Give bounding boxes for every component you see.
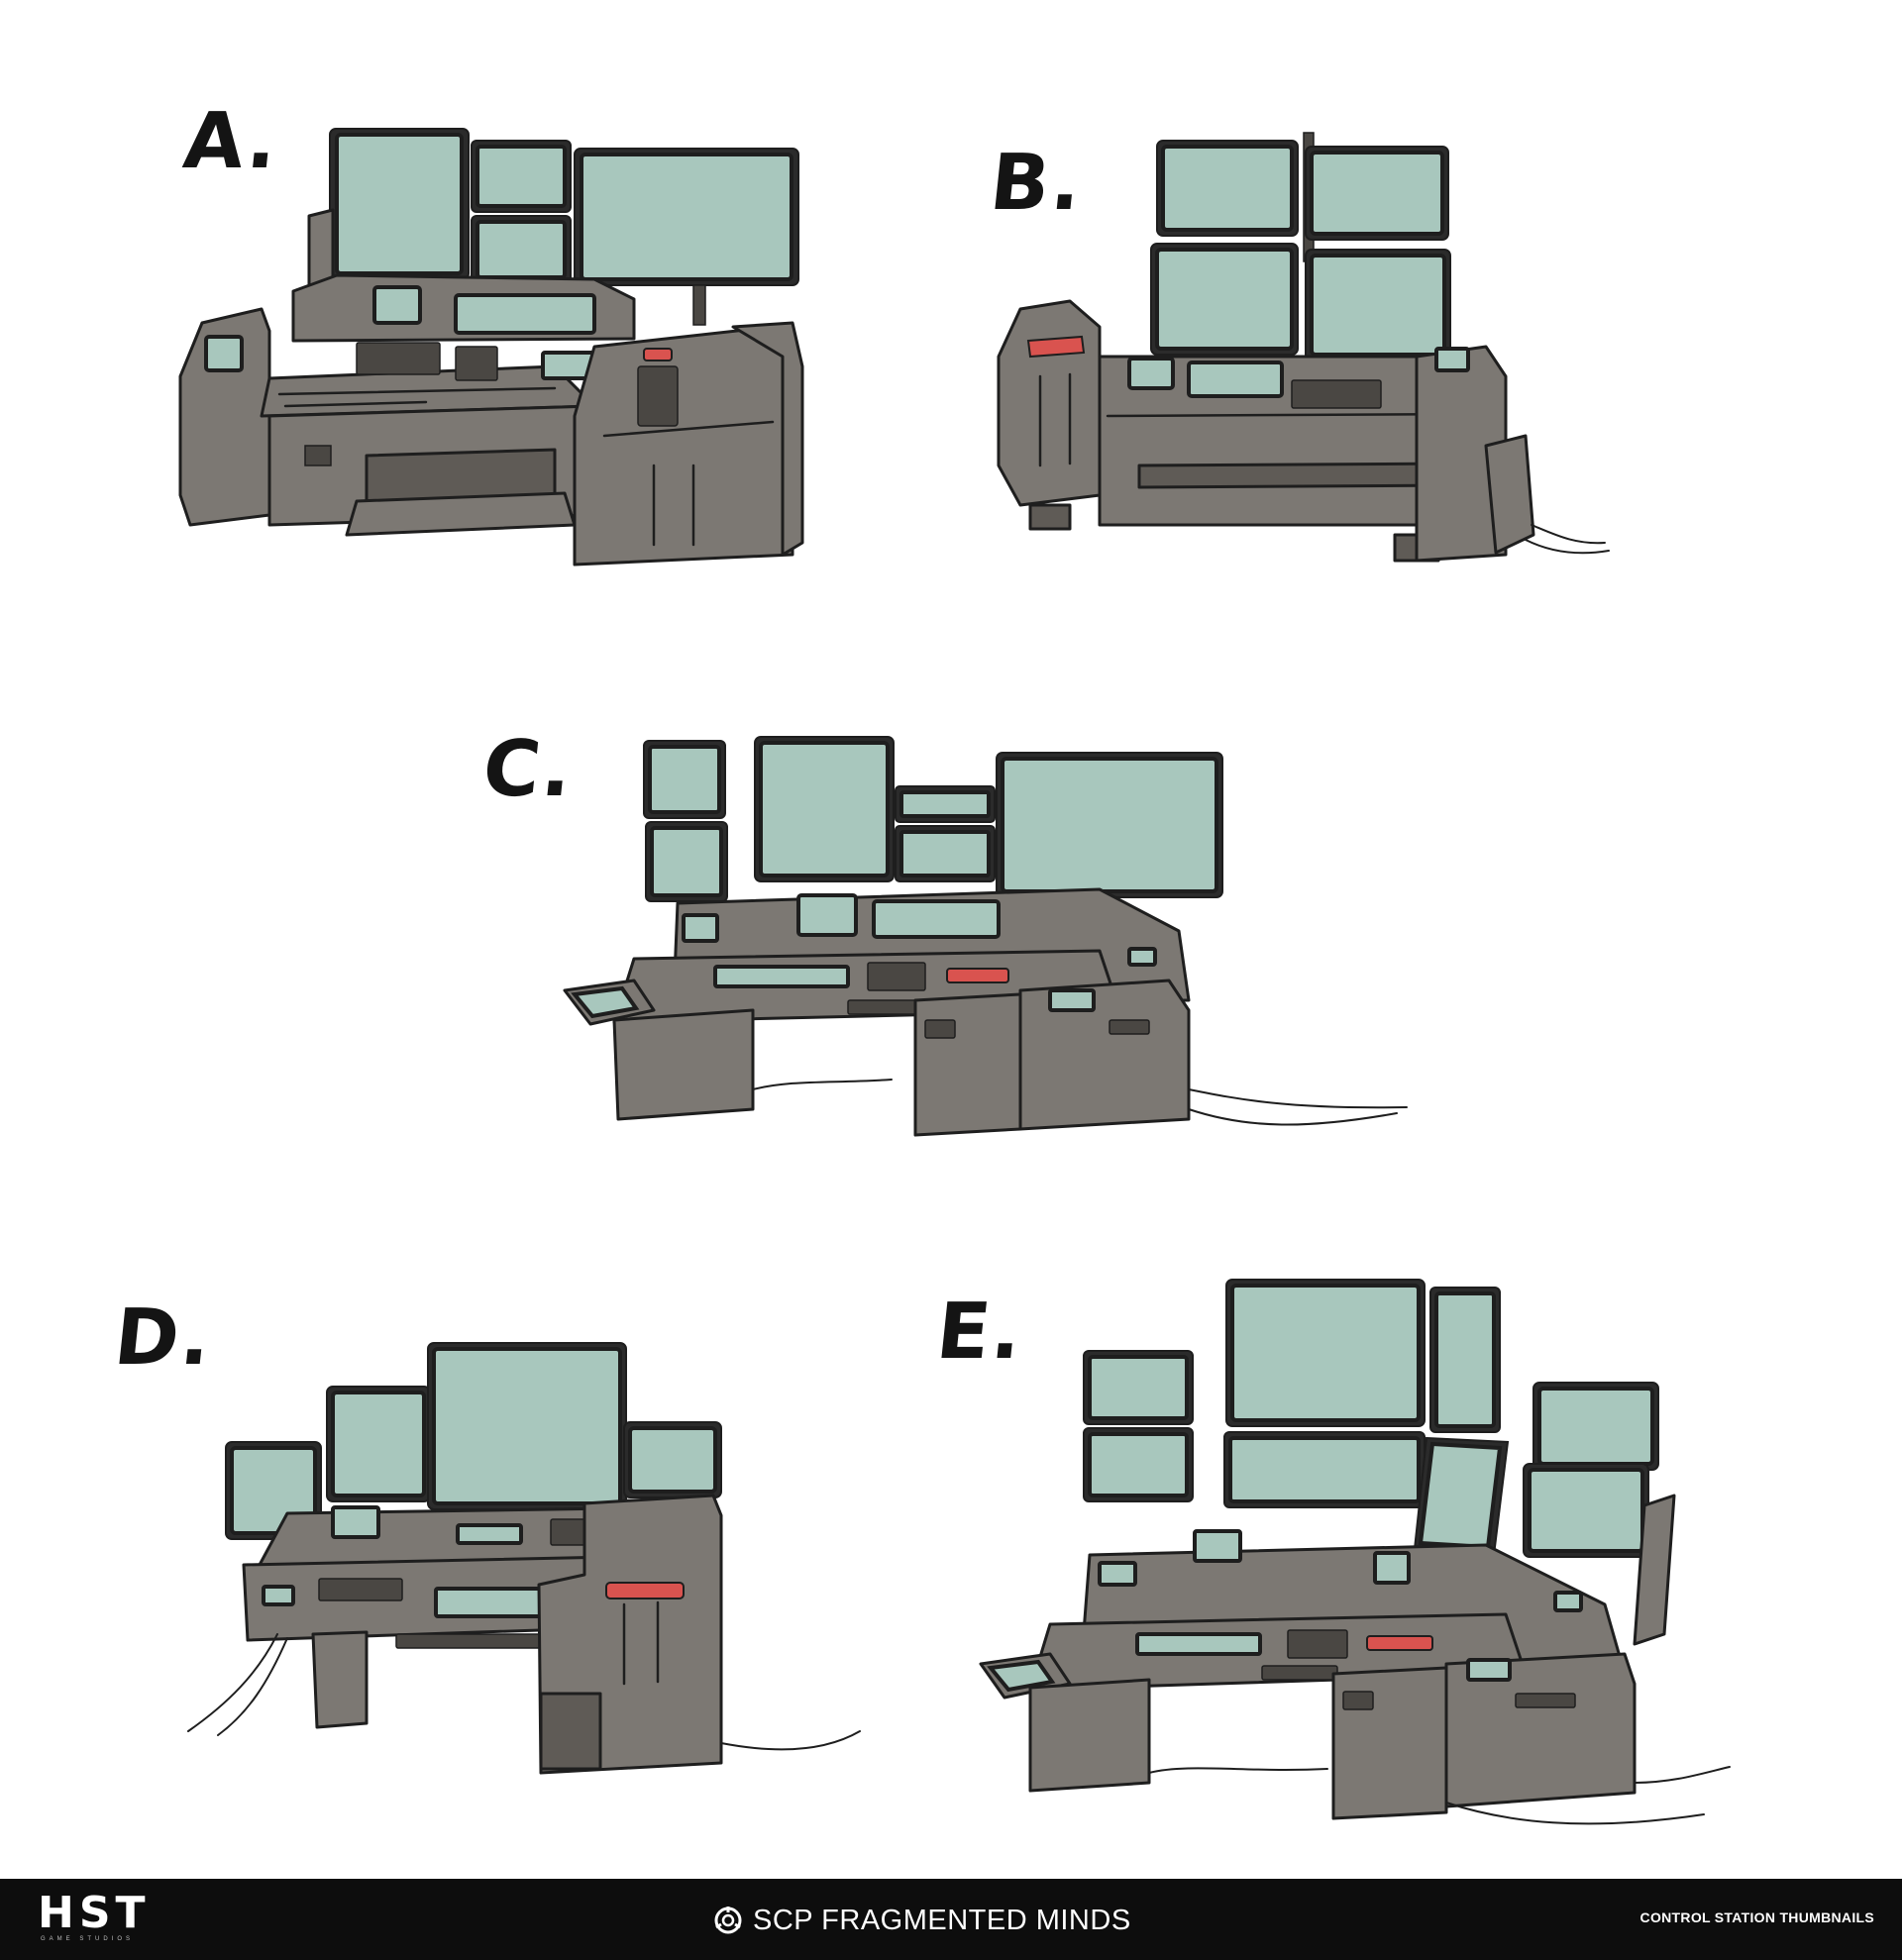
red-lever-b — [1026, 335, 1086, 359]
game-title: SCP FRAGMENTED MINDS — [753, 1904, 1131, 1936]
monitor-e1 — [1088, 1355, 1189, 1420]
monitor-a4 — [580, 153, 793, 281]
studio-logo: HST GAME STUDIOS — [38, 1891, 157, 1950]
monitor-d3 — [432, 1347, 622, 1505]
studio-logo-text: HST — [38, 1888, 151, 1938]
station-a — [178, 128, 804, 567]
monitor-e5 — [1434, 1291, 1496, 1428]
monitor-e6 — [1418, 1441, 1503, 1550]
monitor-d4 — [628, 1426, 717, 1494]
monitor-b4 — [1310, 254, 1446, 357]
red-lever-a — [643, 348, 673, 361]
monitor-a2 — [476, 145, 567, 208]
station-e — [979, 1279, 1731, 1825]
monitor-c3 — [759, 741, 890, 877]
monitor-b2 — [1310, 151, 1444, 236]
monitor-c5 — [899, 830, 991, 877]
monitor-c2 — [650, 826, 723, 897]
red-lever-c — [946, 968, 1009, 983]
monitor-e2 — [1088, 1432, 1189, 1497]
monitor-c4 — [899, 790, 991, 818]
studio-logo-subtext: GAME STUDIOS — [41, 1936, 135, 1942]
concept-sheet: A. B. C. D. E. .b { fill:#7c7873; stroke… — [110, 97, 1731, 1825]
scp-emblem-icon — [714, 1907, 742, 1934]
monitor-b1 — [1161, 145, 1294, 232]
game-branding: SCP FRAGMENTED MINDS — [713, 1901, 1131, 1940]
monitor-e4 — [1228, 1436, 1421, 1503]
monitor-d2 — [331, 1391, 426, 1497]
station-b — [997, 132, 1610, 563]
monitor-a3 — [476, 220, 567, 279]
monitor-e3 — [1230, 1284, 1421, 1422]
footer-bar: HST GAME STUDIOS SCP FRAGMENTED MINDS CO… — [0, 1879, 1902, 1960]
monitor-c6 — [1001, 757, 1218, 893]
red-lever-d — [605, 1582, 685, 1599]
monitor-e7 — [1537, 1387, 1654, 1466]
station-c — [563, 736, 1408, 1137]
monitor-a1 — [335, 133, 464, 275]
sketches: .b { fill:#7c7873; stroke:#1e1e1e; strok… — [178, 128, 1731, 1825]
monitor-b3 — [1155, 248, 1294, 351]
monitor-e8 — [1528, 1468, 1644, 1553]
red-lever-e — [1366, 1635, 1433, 1651]
sheet-title: CONTROL STATION THUMBNAILS — [1639, 1909, 1874, 1925]
station-d — [187, 1342, 861, 1775]
monitor-c1 — [648, 745, 721, 814]
